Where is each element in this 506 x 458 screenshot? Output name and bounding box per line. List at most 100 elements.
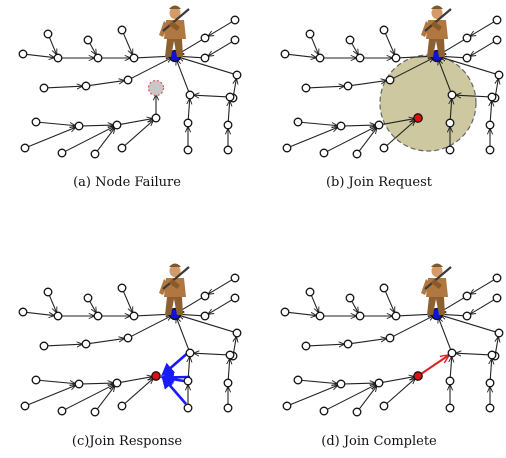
sensor-node <box>305 29 315 39</box>
soldier-head <box>169 265 181 277</box>
sensor-node <box>345 293 355 303</box>
sensor-node <box>282 401 292 411</box>
sensor-node <box>83 293 93 303</box>
sensor-node <box>485 120 495 130</box>
tree-link <box>385 291 395 313</box>
caption-join-complete: (d) Join Complete <box>321 434 437 449</box>
sensor-node <box>447 90 457 100</box>
sensor-node <box>492 293 502 303</box>
sensor-node <box>445 376 455 386</box>
tree-link <box>351 301 358 312</box>
sensor-node <box>345 35 355 45</box>
tree-link <box>470 21 494 36</box>
tree-link <box>49 295 57 313</box>
new-parent-link <box>420 355 448 375</box>
sensor-node <box>183 145 193 155</box>
sensor-node <box>336 379 346 389</box>
sensor-node <box>20 143 30 153</box>
tree-link <box>208 279 232 294</box>
tree-link <box>89 339 124 344</box>
sensor-node <box>232 70 242 80</box>
sensor-node <box>112 120 122 130</box>
tree-link <box>176 318 190 350</box>
sensor-node <box>81 81 91 91</box>
sensor-node <box>230 273 240 283</box>
tree-link <box>438 60 452 92</box>
sensor-node <box>445 118 455 128</box>
sensor-node <box>43 29 53 39</box>
caption-node-failure: (a) Node Failure <box>73 175 181 190</box>
sensor-node <box>343 339 353 349</box>
sensor-node <box>462 311 472 321</box>
sensor-node <box>379 283 389 293</box>
sensor-node <box>230 293 240 303</box>
tree-link <box>450 99 451 120</box>
sensor-node <box>352 407 362 417</box>
soldier-arm <box>159 279 168 295</box>
tree-link <box>441 57 496 75</box>
sensor-node <box>462 291 472 301</box>
sensor-node <box>343 81 353 91</box>
soldier-head <box>169 7 181 19</box>
sensor-node <box>462 53 472 63</box>
tree-link <box>301 379 337 383</box>
soldier-icon <box>421 5 452 57</box>
soldier-legs <box>427 39 445 57</box>
tree-link <box>124 379 153 404</box>
tree-link <box>351 339 386 344</box>
sensor-node <box>223 378 233 388</box>
tree-link <box>89 81 124 86</box>
soldier-legs <box>165 39 183 57</box>
sensor-node <box>315 53 325 63</box>
sensor-node <box>374 378 384 388</box>
tree-link <box>39 121 75 125</box>
sensor-node <box>223 145 233 155</box>
sensor-node <box>485 403 495 413</box>
sensor-node <box>223 403 233 413</box>
sensor-node <box>129 53 139 63</box>
tree-link <box>194 353 227 355</box>
tree-link <box>490 359 491 380</box>
sensor-node <box>53 311 63 321</box>
tree-link <box>188 99 189 120</box>
tree-link <box>290 386 338 406</box>
sensor-node <box>230 15 240 25</box>
sensor-node <box>74 379 84 389</box>
tree-link <box>438 318 452 350</box>
tree-link <box>47 344 82 346</box>
soldier-pack <box>169 21 180 31</box>
tree-link <box>65 385 114 410</box>
panel-node-failure <box>18 5 242 159</box>
tree-link <box>28 128 76 148</box>
sensor-node <box>129 311 139 321</box>
tree-link <box>456 353 489 355</box>
sensor-node <box>223 120 233 130</box>
sensor-node <box>31 375 41 385</box>
sensor-node <box>336 121 346 131</box>
join-response-arrow <box>161 350 191 377</box>
soldier-head <box>431 265 443 277</box>
sensor-node <box>315 311 325 321</box>
sensor-node <box>39 341 49 351</box>
sensor-node <box>355 53 365 63</box>
sensor-node <box>74 121 84 131</box>
sensor-node <box>280 49 290 59</box>
soldier-icon <box>159 263 190 315</box>
sensor-node <box>487 350 497 360</box>
sensor-node <box>43 287 53 297</box>
tree-link <box>234 337 237 353</box>
sensor-node <box>123 75 133 85</box>
sensor-node <box>355 311 365 321</box>
sensor-node <box>57 406 67 416</box>
sensor-node <box>280 307 290 317</box>
sensor-node <box>31 117 41 127</box>
sensor-node <box>385 333 395 343</box>
sensor-node <box>183 118 193 128</box>
tree-link <box>288 311 316 315</box>
tree-link <box>351 43 358 54</box>
tree-link <box>39 379 75 383</box>
tree-link <box>228 359 229 380</box>
tree-link <box>311 295 319 313</box>
panel-join-request <box>280 5 504 159</box>
tree-link <box>123 33 133 55</box>
